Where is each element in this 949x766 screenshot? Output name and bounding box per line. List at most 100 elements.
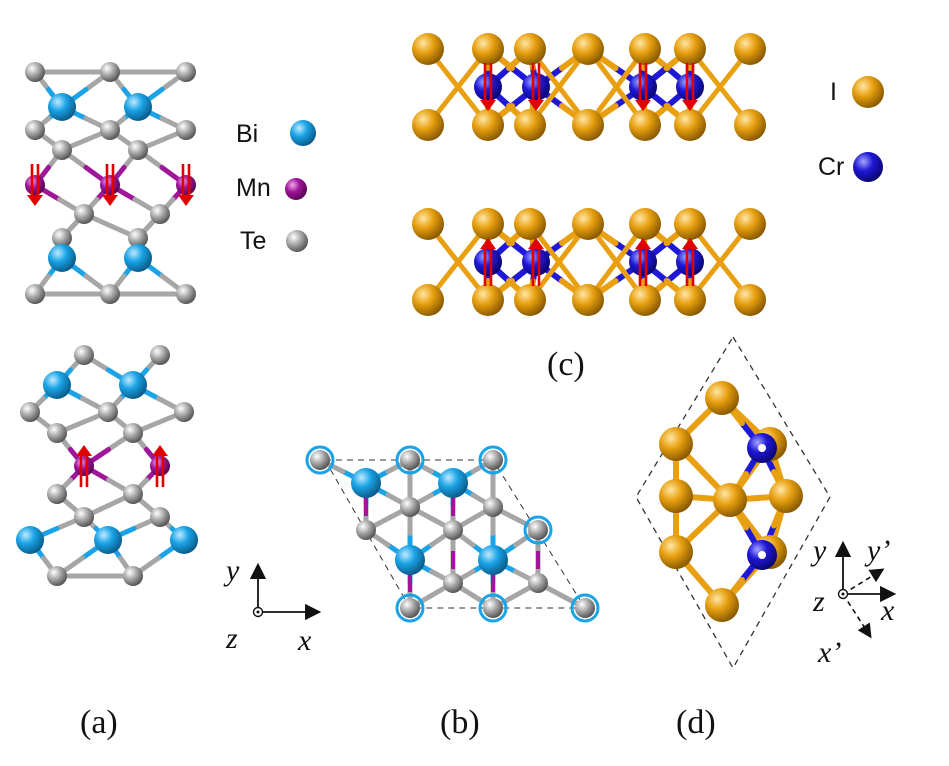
spin-arrow	[635, 238, 651, 249]
a-bot-atom-bi	[16, 526, 44, 554]
c-bot-atom-i	[674, 208, 706, 240]
c-bot-atom-cr	[629, 248, 657, 276]
c-top-atom-cr	[474, 73, 502, 101]
a-bot-atom-bi	[119, 371, 147, 399]
a-top-atom-mn	[176, 175, 196, 195]
a-top-atom-te	[74, 204, 94, 224]
b-atom-te	[443, 520, 463, 540]
b-atom-te	[310, 450, 330, 470]
a-top-atom-te	[176, 120, 196, 140]
a-top-atom-te	[25, 62, 45, 82]
a-bot-atom-te	[47, 423, 67, 443]
d-atom-i	[713, 483, 747, 517]
c-top-atom-i	[412, 33, 444, 65]
b-atom-bi	[478, 545, 508, 575]
c-top-atom-i	[734, 33, 766, 65]
legend-te-label: Te	[240, 227, 266, 255]
axis-b-x-label: x	[297, 624, 312, 657]
c-top-atom-i	[472, 33, 504, 65]
legend-bi-label: Bi	[236, 120, 258, 148]
c-bot-atom-i	[734, 284, 766, 316]
spin-arrow	[682, 100, 698, 111]
c-top-atom-i	[674, 109, 706, 141]
axis-d-y-label: y	[810, 534, 827, 567]
atoms-layer	[16, 33, 803, 623]
a-top-atom-te	[25, 120, 45, 140]
a-top-atom-te	[150, 204, 170, 224]
bonds-layer	[27, 46, 789, 611]
b-edge-ring	[523, 515, 553, 545]
c-top-atom-i	[572, 33, 604, 65]
a-bot-atom-bi	[94, 526, 122, 554]
a-top-atom-mn	[25, 175, 45, 195]
c-top-atom-i	[629, 33, 661, 65]
spin-arrow	[480, 238, 496, 249]
a-top-atom-te	[52, 140, 72, 160]
c-top-atom-i	[472, 109, 504, 141]
spin-arrow	[27, 195, 43, 206]
b-atom-te	[400, 598, 420, 618]
legend-cr-swatch	[853, 152, 883, 182]
a-bot-atom-te	[150, 507, 170, 527]
legend-mn-label: Mn	[236, 174, 271, 202]
c-bot-atom-i	[734, 208, 766, 240]
a-top-atom-bi	[48, 244, 76, 272]
a-bot-atom-te	[98, 402, 118, 422]
legend-mn-swatch	[285, 178, 307, 200]
c-top-atom-i	[674, 33, 706, 65]
c-top-atom-i	[734, 109, 766, 141]
legend-cr-label: Cr	[818, 153, 844, 181]
d-atom-i	[659, 479, 693, 513]
b-atom-te	[575, 598, 595, 618]
c-bot-atom-i	[472, 284, 504, 316]
a-bot-atom-te	[123, 566, 143, 586]
a-top-atom-te	[176, 284, 196, 304]
legend-te-swatch	[286, 230, 308, 252]
b-edge-ring	[570, 593, 600, 623]
caption-a: (a)	[80, 704, 118, 741]
a-bot-atom-mn	[150, 456, 170, 476]
spin-arrow	[76, 445, 92, 456]
spin-arrow	[635, 100, 651, 111]
b-edge-ring	[305, 445, 335, 475]
c-top-atom-i	[572, 109, 604, 141]
c-bot-atom-i	[514, 208, 546, 240]
b-edge-ring	[478, 593, 508, 623]
legend-right: I Cr	[818, 76, 884, 182]
c-top-atom-i	[514, 33, 546, 65]
a-top-atom-bi	[48, 93, 76, 121]
legend-i-label: I	[830, 78, 837, 106]
spin-arrow	[528, 100, 544, 111]
a-bot-atom-te	[74, 345, 94, 365]
a-bot-atom-te	[47, 566, 67, 586]
caption-b: (b)	[440, 704, 480, 741]
b-atom-te	[356, 520, 376, 540]
c-top-atom-i	[514, 109, 546, 141]
a-bot-atom-te	[174, 402, 194, 422]
spin-arrow	[178, 195, 194, 206]
d-atom-i	[705, 588, 739, 622]
a-top-atom-mn	[100, 175, 120, 195]
b-atom-te	[400, 450, 420, 470]
b-atom-te	[528, 520, 548, 540]
axis-d-xprime-label: x’	[817, 636, 841, 669]
a-bot-atom-mn	[74, 456, 94, 476]
b-atom-te	[483, 450, 503, 470]
a-top-atom-te	[176, 62, 196, 82]
axis-d-z-label: z	[812, 585, 825, 618]
c-top-atom-i	[629, 109, 661, 141]
c-top-atom-i	[412, 109, 444, 141]
spin-arrow	[152, 445, 168, 456]
b-atom-te	[483, 598, 503, 618]
caption-d: (d)	[676, 704, 716, 741]
legend-i-swatch	[852, 76, 884, 108]
axis-d-x-label: x	[880, 594, 895, 627]
a-bot-atom-te	[47, 484, 67, 504]
c-top-atom-cr	[522, 73, 550, 101]
a-bot-atom-bi	[43, 371, 71, 399]
d-atom-i	[659, 427, 693, 461]
c-top-atom-cr	[676, 73, 704, 101]
a-top-atom-te	[100, 120, 120, 140]
b-atom-bi	[395, 545, 425, 575]
c-bot-atom-i	[412, 284, 444, 316]
